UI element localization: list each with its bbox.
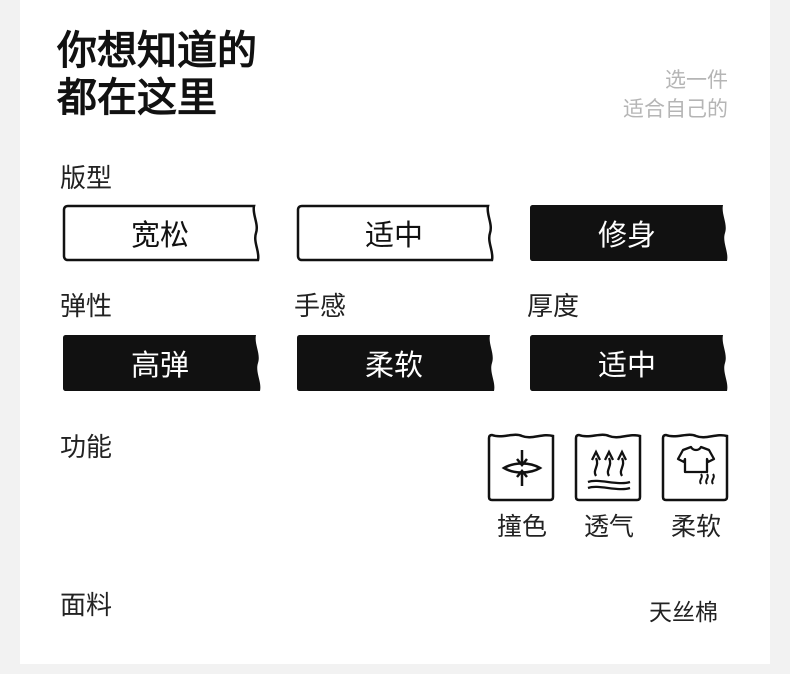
tagline-line-2: 适合自己的	[623, 97, 728, 121]
chip-shape	[530, 205, 728, 261]
fit-option-regular[interactable]: 适中	[296, 204, 496, 262]
chip-shape	[530, 335, 728, 391]
function-soft: 柔软	[661, 432, 731, 544]
tagline-line-1: 选一件	[665, 68, 728, 92]
function-soft-label: 柔软	[670, 512, 721, 541]
tagline: 选一件 适合自己的	[623, 66, 728, 124]
function-breathable: 透气	[574, 432, 644, 544]
fabric-value: 天丝棉	[649, 600, 718, 626]
title-line-2: 都在这里	[57, 75, 217, 121]
fit-option-loose[interactable]: 宽松	[62, 204, 262, 262]
thickness-label: 厚度	[527, 292, 580, 322]
fabric-label: 面料	[60, 591, 113, 621]
function-breathable-label: 透气	[583, 512, 634, 541]
fit-option-slim[interactable]: 修身	[529, 204, 729, 262]
color-block-icon	[487, 433, 555, 502]
thickness-value: 适中	[597, 348, 656, 382]
elasticity-value-chip: 高弹	[62, 334, 262, 392]
soft-shirt-icon	[661, 433, 729, 502]
chip-shape	[63, 335, 261, 391]
title-line-1: 你想知道的	[57, 28, 257, 74]
fit-option-regular-label: 适中	[364, 218, 423, 252]
elasticity-value: 高弹	[130, 348, 189, 382]
chip-shape	[62, 204, 260, 262]
product-info-card: 你想知道的 都在这里 选一件 适合自己的 版型 宽松 适中 修身 弹性 手感 厚…	[20, 0, 770, 664]
function-color-block: 撞色	[487, 432, 557, 544]
thickness-value-chip: 适中	[529, 334, 729, 392]
chip-shape	[297, 335, 495, 391]
elasticity-label: 弹性	[60, 292, 113, 322]
hand-feel-value: 柔软	[364, 348, 423, 382]
breathable-icon	[574, 433, 642, 502]
chip-shape	[296, 204, 494, 262]
fit-option-loose-label: 宽松	[130, 218, 189, 252]
page-title: 你想知道的 都在这里	[57, 28, 257, 122]
fit-option-slim-label: 修身	[597, 218, 656, 252]
functions-label: 功能	[60, 433, 113, 463]
hand-feel-value-chip: 柔软	[296, 334, 496, 392]
function-color-block-label: 撞色	[496, 512, 547, 541]
hand-feel-label: 手感	[294, 292, 347, 322]
fit-label: 版型	[60, 164, 113, 194]
